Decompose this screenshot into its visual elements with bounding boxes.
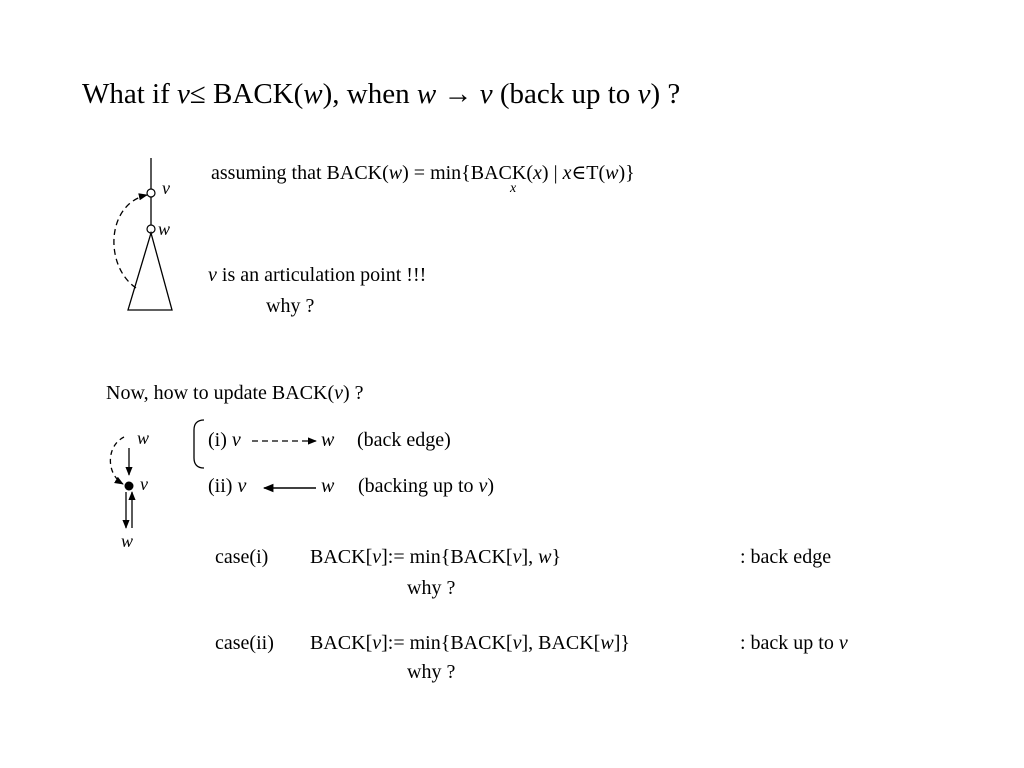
case2-why: why ?: [407, 661, 456, 683]
diagram1-tree: [113, 158, 173, 311]
cases-brace: [193, 419, 205, 469]
assumption-formula: assuming that BACK(w) = min{BACK(x) | x∈…: [211, 162, 635, 184]
diagram1-node-v: [146, 188, 156, 198]
case1-label: case(i): [215, 546, 269, 568]
diagram1-label-v: v: [162, 178, 170, 198]
edge-ii-desc: (backing up to v): [358, 475, 495, 497]
update-heading: Now, how to update BACK(v) ?: [106, 382, 364, 404]
diagram2-tree: [109, 436, 136, 529]
case2-formula: BACK[v]:= min{BACK[v], BACK[w]}: [310, 632, 630, 654]
case1-note: : back edge: [740, 546, 832, 568]
articulation-why: why ?: [266, 295, 315, 317]
case1-why: why ?: [407, 577, 456, 599]
diagram1-back-up-arrow: [113, 193, 148, 289]
edge-i-desc: (back edge): [357, 429, 451, 451]
min-subscript: x: [510, 181, 517, 196]
diagram2-label-w-bottom: w: [121, 531, 134, 551]
case1-formula: BACK[v]:= min{BACK[v], w}: [310, 546, 562, 568]
diagram2-node-v: [124, 481, 134, 491]
diagram2-label-v: v: [140, 474, 148, 494]
edge-i-w: w: [321, 429, 335, 451]
case2-label: case(ii): [215, 632, 274, 654]
edge-i-prefix: (i) v: [208, 429, 241, 451]
diagram1-label-w: w: [158, 219, 171, 239]
case2-note: : back up to v: [740, 632, 848, 654]
edge-ii-w: w: [321, 475, 335, 497]
slide-title: What if v≤ BACK(w), when w → v (back up …: [82, 78, 681, 110]
diagram1-subtree-triangle: [127, 230, 173, 311]
articulation-statement: v is an articulation point !!!: [208, 264, 427, 286]
diagram2-label-w-top: w: [137, 428, 150, 448]
diagram2-back-edge-arrow: [109, 436, 125, 485]
edge-ii-prefix: (ii) v: [208, 475, 247, 497]
